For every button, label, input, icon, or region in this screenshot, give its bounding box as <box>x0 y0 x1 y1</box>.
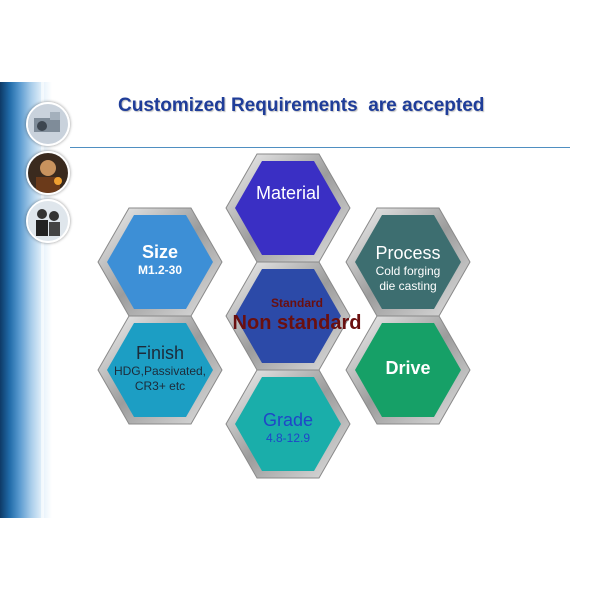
hex-size-sub: M1.2-30 <box>137 263 183 277</box>
hex-grade-text: Grade 4.8-12.9 <box>236 409 340 446</box>
workers-team-photo-icon <box>26 199 70 243</box>
hex-drive <box>345 315 471 425</box>
hex-center <box>225 261 351 371</box>
hex-size-fill <box>107 215 213 309</box>
hex-grade <box>225 369 351 479</box>
hex-grade-fill <box>235 377 341 471</box>
hex-center-big: Non standard <box>232 312 362 334</box>
hex-process <box>345 207 471 317</box>
worker-photo-icon <box>26 151 70 195</box>
hex-process-sub1: Cold forging <box>375 264 441 278</box>
hex-size-label: Size <box>141 242 179 262</box>
hex-material <box>225 153 351 263</box>
hex-material-text: Material <box>236 182 340 204</box>
machinery-photo-icon <box>26 102 70 146</box>
hex-center-fill <box>235 269 341 363</box>
hex-finish-text: Finish HDG,Passivated, CR3+ etc <box>100 342 220 394</box>
hex-size-text: Size M1.2-30 <box>110 241 210 278</box>
hex-material-label: Material <box>255 183 321 203</box>
hex-center-small: Standard <box>270 296 323 310</box>
hex-process-fill <box>355 215 461 309</box>
hex-finish-fill <box>107 323 213 417</box>
hex-process-sub2: die casting <box>379 279 437 293</box>
hex-process-label: Process <box>375 243 441 263</box>
hex-finish-sub2: CR3+ etc <box>134 379 186 393</box>
hex-drive-text: Drive <box>356 357 460 379</box>
hex-finish <box>97 315 223 425</box>
hex-size <box>97 207 223 317</box>
hex-material-fill <box>235 161 341 255</box>
hex-grade-sub: 4.8-12.9 <box>265 431 311 445</box>
title-divider <box>70 147 570 148</box>
hex-grade-label: Grade <box>262 410 314 430</box>
hex-drive-label: Drive <box>385 358 431 378</box>
hex-finish-label: Finish <box>135 343 184 363</box>
hex-process-text: Process Cold forging die casting <box>354 242 462 294</box>
hex-drive-fill <box>355 323 461 417</box>
slide-title: Customized Requirements are accepted <box>118 95 485 116</box>
hex-finish-sub1: HDG,Passivated, <box>113 364 207 378</box>
hex-center-text: Standard Non standard <box>212 296 382 335</box>
